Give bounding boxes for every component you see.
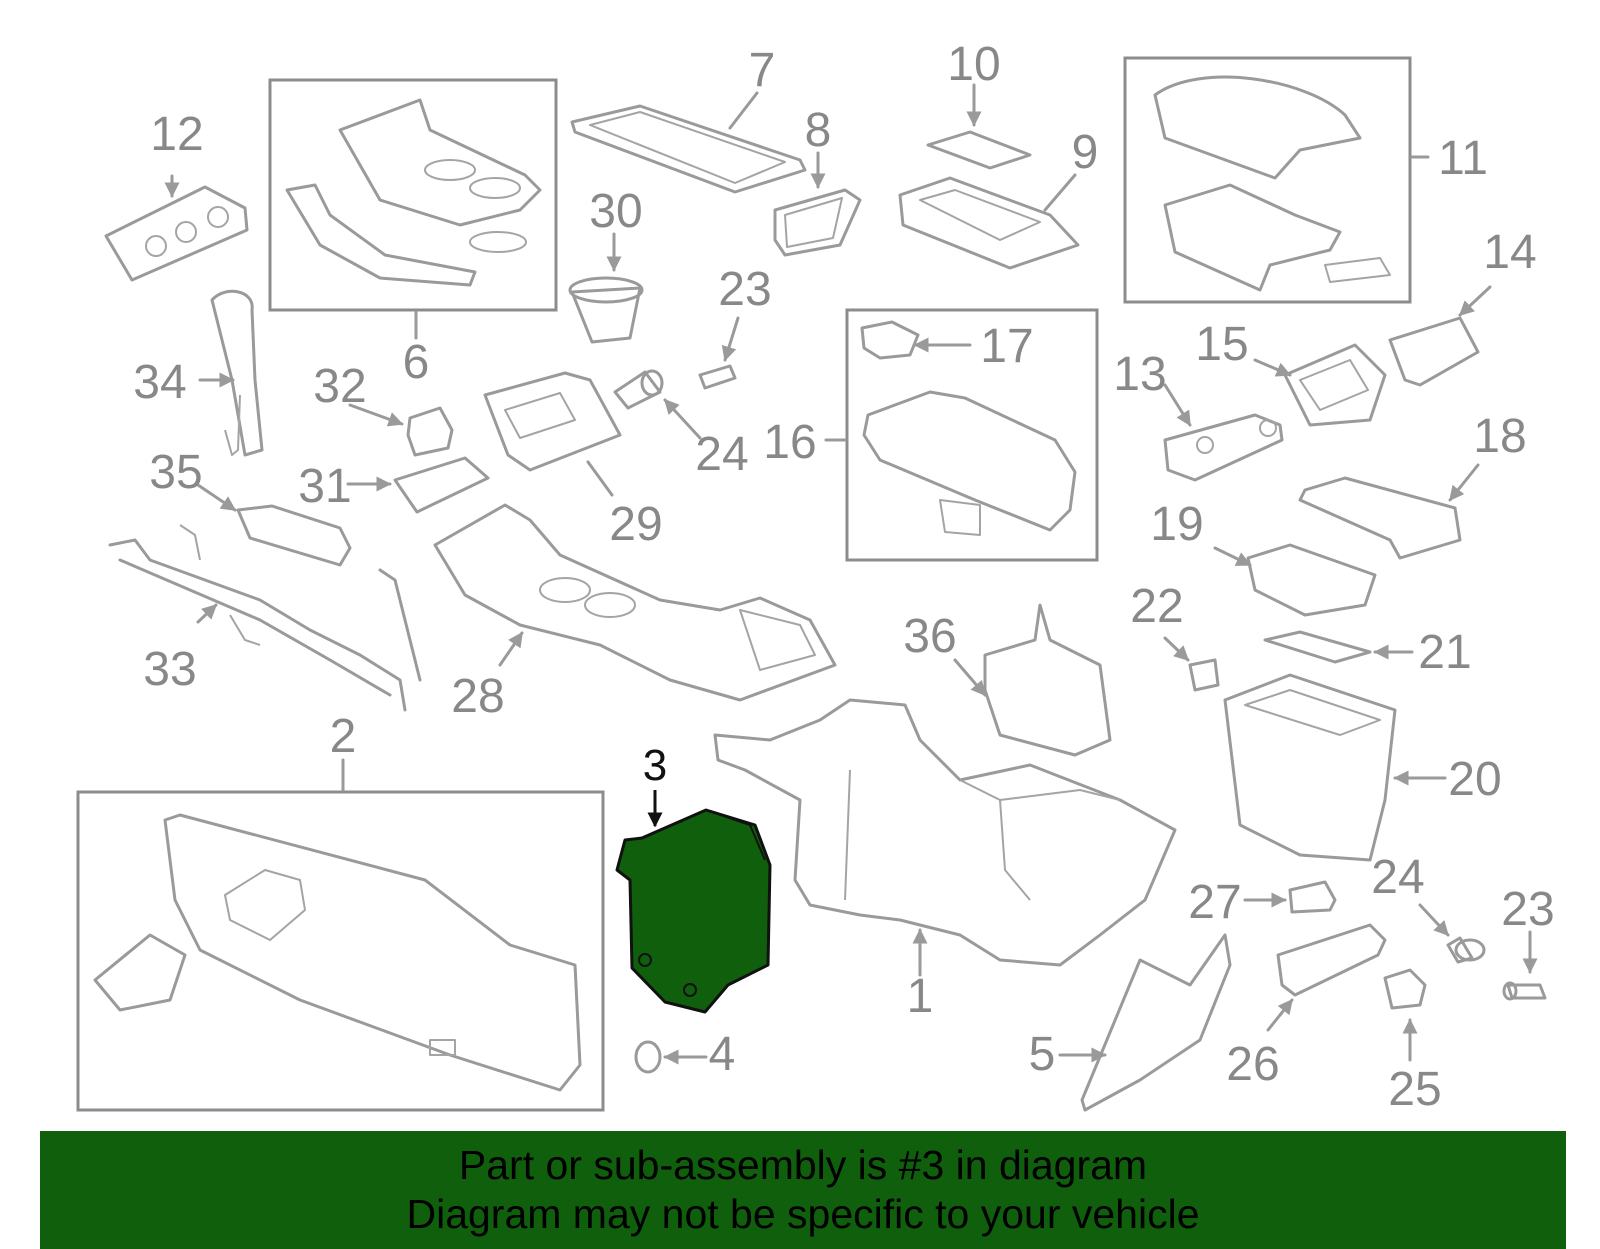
callout-25: 25 [1388, 1063, 1441, 1116]
callout-26: 26 [1226, 1038, 1279, 1091]
callout-5: 5 [1029, 1028, 1056, 1081]
callout-12: 12 [150, 108, 203, 161]
part-8-bezel [773, 151, 862, 257]
callout-19: 19 [1150, 498, 1203, 551]
part-34-shift-lever [198, 289, 264, 457]
part-35-module [196, 483, 352, 567]
part-25-cap [1383, 968, 1427, 1062]
part-26-control-panel [1266, 923, 1387, 1032]
banner-line-part-number: Part or sub-assembly is #3 in diagram [458, 1142, 1148, 1188]
part-15-bezel [1253, 343, 1387, 427]
part-22-clip [1163, 636, 1220, 692]
callout-28: 28 [451, 670, 504, 723]
part-5-trim [1058, 933, 1232, 1112]
callout-36: 36 [903, 610, 956, 663]
part-6-trim-bezel [285, 98, 542, 340]
group-box-16 [845, 308, 1099, 562]
group-box-2 [76, 790, 605, 1112]
callout-16: 16 [763, 416, 816, 469]
callout-24-lower: 24 [1371, 851, 1424, 904]
callout-6: 6 [403, 336, 430, 389]
part-3-highlighted-panel [615, 790, 772, 1014]
part-16-console-base [824, 390, 1077, 536]
callout-23-upper: 23 [718, 263, 771, 316]
part-14-panel [1388, 285, 1492, 387]
part-32-cover [348, 403, 454, 457]
part-20-bin [1223, 673, 1447, 862]
part-2-side-panel [93, 758, 582, 1092]
part-7-tray [570, 91, 807, 194]
callout-13: 13 [1113, 348, 1166, 401]
callout-1: 1 [907, 970, 934, 1023]
part-18-mat [1298, 463, 1480, 560]
part-29-control-panel [483, 371, 622, 497]
callout-2: 2 [330, 710, 357, 763]
part-12-switch-panel [104, 174, 249, 282]
group-box-6 [268, 78, 558, 312]
callout-8: 8 [805, 104, 832, 157]
info-banner: Part or sub-assembly is #3 in diagram Di… [40, 1131, 1566, 1249]
part-4-ring [634, 1040, 708, 1074]
callout-10: 10 [947, 38, 1000, 91]
part-11-armrest [1153, 75, 1430, 292]
part-28-console-top [433, 503, 837, 702]
part-1-console-frame [713, 698, 1177, 977]
part-27-switch [1243, 880, 1337, 914]
callout-34: 34 [133, 356, 186, 409]
callout-11: 11 [1438, 132, 1488, 185]
part-9-storage-bin [898, 173, 1080, 270]
part-19-tray [1213, 543, 1377, 617]
callout-31: 31 [298, 460, 351, 513]
callout-14: 14 [1483, 226, 1536, 279]
part-23-upper-clip [698, 316, 740, 390]
part-10-mat [926, 83, 1032, 170]
part-24-lower-knob [1418, 903, 1486, 964]
part-17-clip [860, 320, 972, 360]
callout-29: 29 [609, 498, 662, 551]
part-24-upper-knob [613, 369, 702, 440]
callout-35: 35 [149, 446, 202, 499]
callout-30: 30 [589, 185, 642, 238]
callout-23-lower: 23 [1501, 883, 1554, 936]
callout-4: 4 [709, 1028, 736, 1081]
banner-line-disclaimer: Diagram may not be specific to your vehi… [406, 1191, 1200, 1237]
callout-27: 27 [1188, 876, 1241, 929]
callout-33: 33 [143, 643, 196, 696]
part-23-lower-plug [1502, 930, 1547, 1001]
callout-3: 3 [643, 741, 667, 790]
callout-9: 9 [1072, 126, 1099, 179]
callout-18: 18 [1473, 410, 1526, 463]
group-box-11 [1123, 56, 1412, 304]
part-30-cup-holder [568, 232, 644, 344]
part-33-wiring-harness [108, 524, 422, 712]
callout-22: 22 [1130, 580, 1183, 633]
part-13-control [1163, 383, 1284, 482]
part-21-mat [1263, 630, 1414, 664]
callout-17: 17 [980, 320, 1033, 373]
callout-20: 20 [1448, 753, 1501, 806]
part-36-bracket [953, 603, 1112, 757]
callout-24-upper: 24 [695, 428, 748, 481]
callout-32: 32 [313, 360, 366, 413]
callout-21: 21 [1418, 626, 1471, 679]
part-31-switch [346, 456, 490, 514]
callout-7: 7 [749, 44, 776, 97]
callout-15: 15 [1195, 318, 1248, 371]
